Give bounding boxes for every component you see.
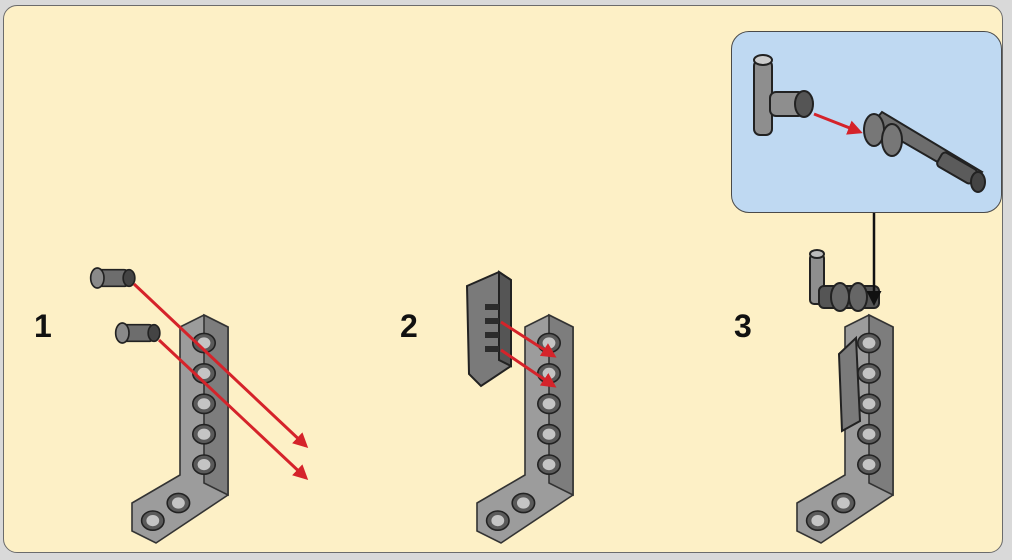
lego-slope-brick-icon <box>465 270 512 388</box>
lego-pin-icon <box>863 110 986 193</box>
step-2-illustration <box>465 270 574 544</box>
lego-axle-connector-icon <box>809 249 880 312</box>
lego-slope-brick-icon <box>837 335 862 433</box>
callout-arrow-icon <box>866 211 882 306</box>
step-3-number: 3 <box>734 308 752 344</box>
sub-assembly-illustration <box>753 54 986 193</box>
lego-pin-icon <box>89 267 161 344</box>
assembly-arrow-icon <box>500 320 557 388</box>
lego-axle-connector-icon <box>753 54 814 136</box>
instruction-panel: 1 2 3 <box>3 5 1003 553</box>
sub-assembly-inset <box>731 31 1002 213</box>
step-2-number: 2 <box>400 308 418 344</box>
step-1-number: 1 <box>34 308 52 344</box>
lego-l-beam-icon <box>131 314 229 544</box>
assembly-arrow-icon <box>813 112 863 135</box>
step-3-illustration <box>796 249 894 544</box>
assembly-arrow-icon <box>132 282 309 481</box>
step-1-illustration <box>89 267 309 544</box>
